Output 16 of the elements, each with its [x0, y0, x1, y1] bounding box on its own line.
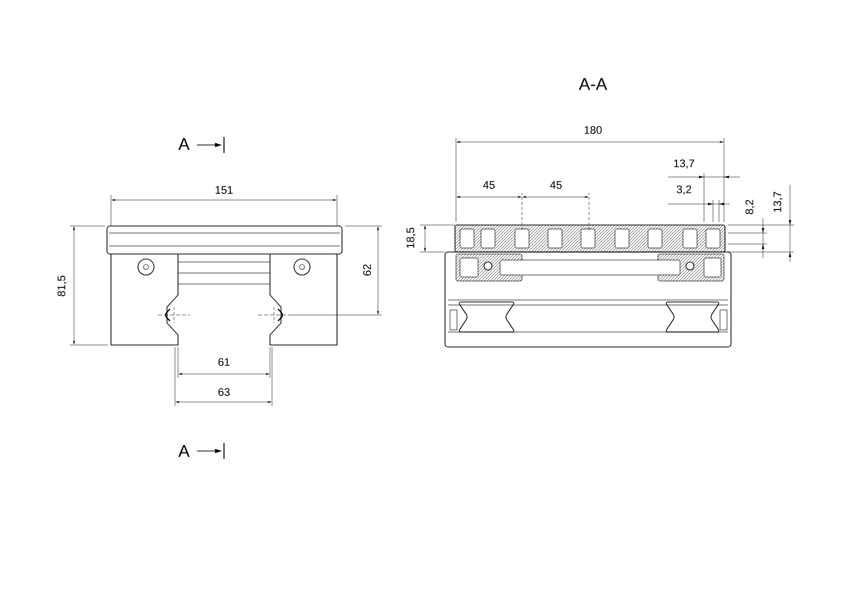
view-label: A [178, 138, 190, 150]
dimension-value: 18,5 [406, 228, 416, 248]
dimension-value: 3,2 [676, 185, 692, 195]
dimension-value: 13,7 [674, 159, 694, 169]
dimension-value: 62 [363, 264, 371, 276]
dimension-value: 13,7 [773, 192, 783, 212]
dimension-value: 45 [550, 181, 562, 189]
view-label: A [178, 445, 190, 457]
dimension-value: 180 [584, 126, 602, 134]
dimension-value: 61 [218, 358, 230, 366]
dimension-value: 45 [483, 181, 495, 189]
dimension-value: 151 [216, 186, 233, 194]
dimension-value: 81,5 [57, 276, 67, 296]
view-label: A-A [578, 78, 608, 90]
dimension-value: 8,2 [745, 200, 755, 214]
dimension-value: 63 [218, 388, 230, 396]
